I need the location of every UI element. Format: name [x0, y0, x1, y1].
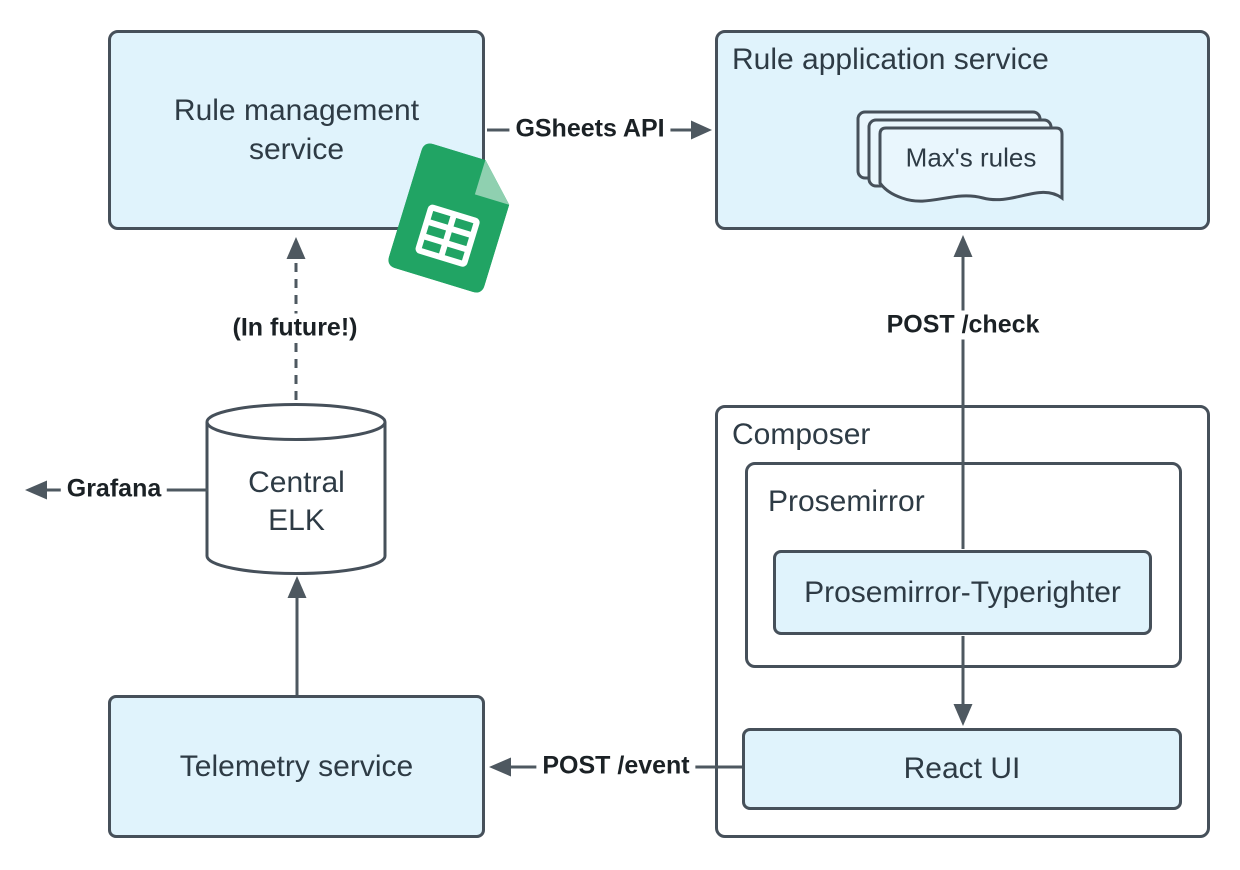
prosemirror-label: Prosemirror — [768, 485, 925, 518]
rule-application-service-label: Rule application service — [732, 43, 1049, 76]
telemetry-service-label: Telemetry service — [179, 749, 414, 783]
in-future-label: (In future!) — [226, 313, 364, 343]
gsheets-api-label: GSheets API — [509, 114, 671, 144]
rule-management-service-label: Rule management service — [173, 94, 420, 166]
rule-management-service-node: Rule management service — [108, 30, 485, 230]
post-check-label: POST /check — [880, 310, 1046, 340]
telemetry-to-elk-arrow — [287, 576, 307, 695]
react-ui-label: React UI — [903, 752, 1021, 785]
telemetry-service-node: Telemetry service — [108, 695, 485, 838]
document-stack-icon — [856, 110, 1064, 203]
prosemirror-typerighter-label: Prosemirror-Typerighter — [804, 575, 1121, 609]
post-event-label: POST /event — [536, 751, 696, 781]
composer-label: Composer — [732, 418, 871, 451]
react-ui-node: React UI — [742, 728, 1182, 810]
prosemirror-typerighter-node: Prosemirror-Typerighter — [773, 550, 1152, 635]
grafana-label: Grafana — [60, 474, 168, 504]
central-elk-label: Central ELK — [248, 466, 345, 537]
max-rules-label: Max's rules — [905, 142, 1037, 173]
database-cylinder-icon — [205, 403, 387, 575]
google-sheets-icon — [388, 143, 510, 293]
